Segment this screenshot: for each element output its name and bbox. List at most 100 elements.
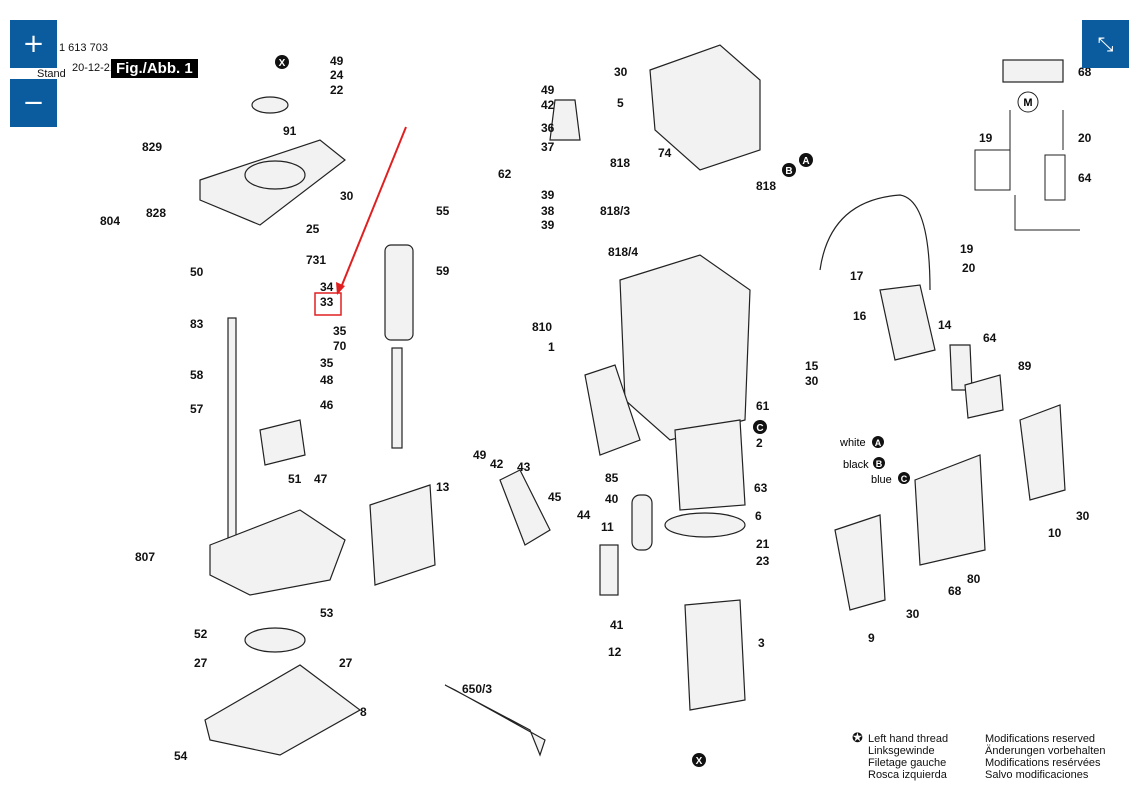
wire-label-black: black xyxy=(843,459,869,471)
part-label-829: 829 xyxy=(142,140,162,154)
part-label-27: 27 xyxy=(339,656,353,670)
part-label-36: 36 xyxy=(541,121,555,135)
part-label-21: 21 xyxy=(756,537,770,551)
svg-text:A: A xyxy=(802,156,809,167)
minus-icon: − xyxy=(22,88,45,118)
part-label-818: 818 xyxy=(610,156,630,170)
part-label-30: 30 xyxy=(906,607,920,621)
part-label-25: 25 xyxy=(306,222,320,236)
part-label-64: 64 xyxy=(1078,171,1092,185)
part-label-48: 48 xyxy=(320,373,334,387)
part-label-807: 807 xyxy=(135,550,155,564)
part-label-68: 68 xyxy=(948,584,962,598)
legend-line: Left hand thread xyxy=(868,733,949,745)
svg-text:B: B xyxy=(785,166,792,177)
part-label-68: 68 xyxy=(1078,65,1092,79)
marker-a xyxy=(872,436,884,448)
part-label-27: 27 xyxy=(194,656,208,670)
part-label-64: 64 xyxy=(983,331,997,345)
part-label-24: 24 xyxy=(330,68,344,82)
arrow-head xyxy=(336,282,345,295)
part-label-10: 10 xyxy=(1048,526,1062,540)
part-label-30: 30 xyxy=(614,65,628,79)
legend-line: Modifications resérvées xyxy=(985,757,1101,769)
part-label-53: 53 xyxy=(320,606,334,620)
part-label-731: 731 xyxy=(306,253,326,267)
part-label-3: 3 xyxy=(758,636,765,650)
part-label-43: 43 xyxy=(517,460,531,474)
part-label-11: 11 xyxy=(601,520,614,534)
part-label-810: 810 xyxy=(532,320,552,334)
part-label-47: 47 xyxy=(314,472,328,486)
wire-label-white: white xyxy=(839,437,866,449)
part-label-49: 49 xyxy=(330,54,344,68)
legend-line: Rosca izquierda xyxy=(868,769,947,781)
part-label-55: 55 xyxy=(436,204,450,218)
svg-text:X: X xyxy=(696,756,703,767)
part-label-818-4: 818/4 xyxy=(608,245,638,259)
marker-letter: C xyxy=(901,474,908,484)
part-label-51: 51 xyxy=(288,472,302,486)
part-label-70: 70 xyxy=(333,339,347,353)
part-label-818-3: 818/3 xyxy=(600,204,630,218)
zoom-in-button[interactable]: + xyxy=(10,20,57,68)
part-label-58: 58 xyxy=(190,368,204,382)
plus-icon: + xyxy=(22,29,45,59)
part-label-34: 34 xyxy=(320,280,334,294)
part-label-74: 74 xyxy=(658,146,672,160)
marker-letter: A xyxy=(875,438,882,448)
marker-c xyxy=(898,472,910,484)
zoom-out-button[interactable]: − xyxy=(10,79,57,127)
part-label-1: 1 xyxy=(548,340,555,354)
marker-b: B xyxy=(782,163,796,177)
part-label-22: 22 xyxy=(330,83,344,97)
part-label-40: 40 xyxy=(605,492,619,506)
part-label-38: 38 xyxy=(541,204,555,218)
part-label-49: 49 xyxy=(473,448,487,462)
part-label-83: 83 xyxy=(190,317,204,331)
part-label-62: 62 xyxy=(498,167,512,181)
part-label-52: 52 xyxy=(194,627,208,641)
part-label-35: 35 xyxy=(320,356,334,370)
part-label-17: 17 xyxy=(850,269,864,283)
legend-line: Filetage gauche xyxy=(868,757,947,769)
part-label-80: 80 xyxy=(967,572,981,586)
legend-line: Salvo modificaciones xyxy=(985,769,1089,781)
highlight-box-part-33 xyxy=(314,292,342,316)
part-label-41: 41 xyxy=(610,618,624,632)
part-label-35: 35 xyxy=(333,324,347,338)
part-label-828: 828 xyxy=(146,206,166,220)
part-label-39: 39 xyxy=(541,218,555,232)
part-label-50: 50 xyxy=(190,265,204,279)
part-label-20: 20 xyxy=(1078,131,1092,145)
marker-x: X xyxy=(275,55,289,69)
part-label-804: 804 xyxy=(100,214,120,228)
part-label-89: 89 xyxy=(1018,359,1032,373)
part-label-650-3: 650/3 xyxy=(462,682,492,696)
part-label-91: 91 xyxy=(283,124,297,138)
part-label-23: 23 xyxy=(756,554,770,568)
part-label-14: 14 xyxy=(938,318,952,332)
legend-line: Linksgewinde xyxy=(868,745,935,757)
part-label-20: 20 xyxy=(962,261,976,275)
part-label-42: 42 xyxy=(541,98,555,112)
part-label-5: 5 xyxy=(617,96,624,110)
part-label-2: 2 xyxy=(756,436,763,450)
highlight-arrow xyxy=(339,126,407,291)
part-label-6: 6 xyxy=(755,509,762,523)
part-label-9: 9 xyxy=(868,631,875,645)
part-label-16: 16 xyxy=(853,309,867,323)
part-label-85: 85 xyxy=(605,471,619,485)
part-label-12: 12 xyxy=(608,645,622,659)
part-label-54: 54 xyxy=(174,749,188,763)
part-label-13: 13 xyxy=(436,480,450,494)
part-label-46: 46 xyxy=(320,398,334,412)
part-label-818: 818 xyxy=(756,179,776,193)
date: 20-12-21 xyxy=(72,62,117,74)
marker-x: X xyxy=(692,753,706,767)
collapse-button[interactable]: ⤡ xyxy=(1082,20,1129,68)
star-icon: ✪ xyxy=(852,730,863,745)
marker-a: A xyxy=(799,153,813,167)
